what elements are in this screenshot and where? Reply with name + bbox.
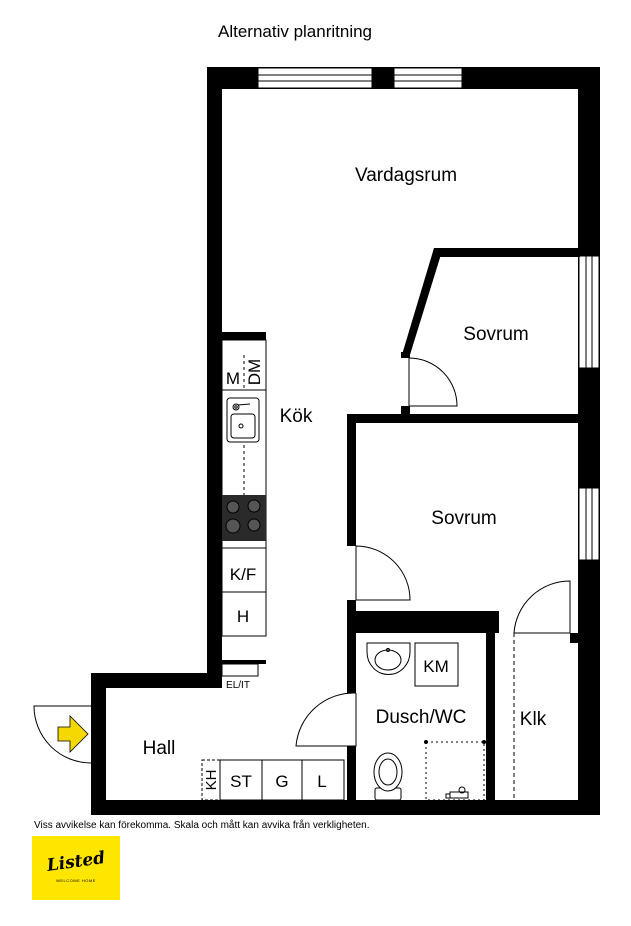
wall-kitchen-base [207,657,222,677]
wall-kitchen-cap [222,332,266,340]
wall-hall-top [91,673,222,688]
wall-sovrum1-bottom-left [401,406,410,416]
wall-right [578,67,600,815]
interior-walls [207,248,580,805]
washbasin-icon [366,642,411,676]
room-label-sovrum-1: Sovrum [463,324,528,345]
labels: Vardagsrum Sovrum Sovrum Kök Hall Dusch/… [143,165,547,791]
stove-icon [222,495,266,541]
fixture-label-kf: K/F [230,565,256,584]
wall-klk-top-right [570,633,580,643]
wall-sovrum1-diagonal [401,248,443,358]
disclaimer: Viss avvikelse kan förekomma. Skala och … [34,820,370,831]
wall-left-lower [91,673,106,815]
wall-sovrum1-top [434,248,580,257]
fixture-label-kh: KH [203,770,220,791]
entrance-arrow-icon [57,715,89,753]
wall-shaft [482,611,499,633]
kitchen-counter [221,339,267,637]
window-top-1 [257,67,373,89]
wall-sovrum2-bottom [347,611,499,633]
sink-icon [226,397,260,443]
door-klk[interactable] [513,580,571,634]
wall-bath-left [347,633,356,693]
door-sovrum2[interactable] [355,545,411,601]
room-label-vardagsrum: Vardagsrum [355,165,457,186]
window-top-2 [393,67,463,89]
wall-klk-left [486,633,495,805]
logo-tagline: WELCOME HOME [56,878,96,883]
wall-sovrum2-left [347,414,356,546]
door-bath[interactable] [295,692,357,747]
room-label-hall: Hall [143,738,176,759]
fixture-label-h: H [237,607,249,626]
shower-mixer-icon [445,786,469,799]
wall-elit-cabinet [222,660,266,664]
room-label-dusch-wc: Dusch/WC [376,707,467,728]
wall-left-upper [207,67,222,673]
fixture-label-g: G [275,772,288,791]
wall-sovrum1-stub [401,352,410,358]
km-box [414,642,459,687]
window-right-1 [578,255,600,369]
door-sovrum1[interactable] [408,357,458,407]
elit-cabinet [221,663,259,677]
fixture-label-dm: DM [245,359,264,385]
shower-area [424,740,486,801]
room-label-klk: Klk [520,709,547,730]
plan-title: Alternativ planritning [217,22,373,41]
listed-logo: Listed WELCOME HOME [32,836,120,900]
room-label-kok: Kök [280,406,313,427]
toilet-icon [373,752,403,801]
fixture-label-km: KM [423,657,449,676]
fixture-label-l: L [317,772,326,791]
fixture-label-el-it: EL/IT [226,680,250,691]
wall-sovrum1-bottom [347,414,580,423]
logo-text: Listed [45,848,107,876]
room-label-sovrum-2: Sovrum [431,508,496,529]
window-right-2 [578,487,600,561]
hall-wardrobes [201,759,345,801]
fixture-label-st: ST [230,772,252,791]
wall-bottom [91,800,600,815]
windows [257,67,600,561]
fixture-label-m: M [226,369,240,388]
